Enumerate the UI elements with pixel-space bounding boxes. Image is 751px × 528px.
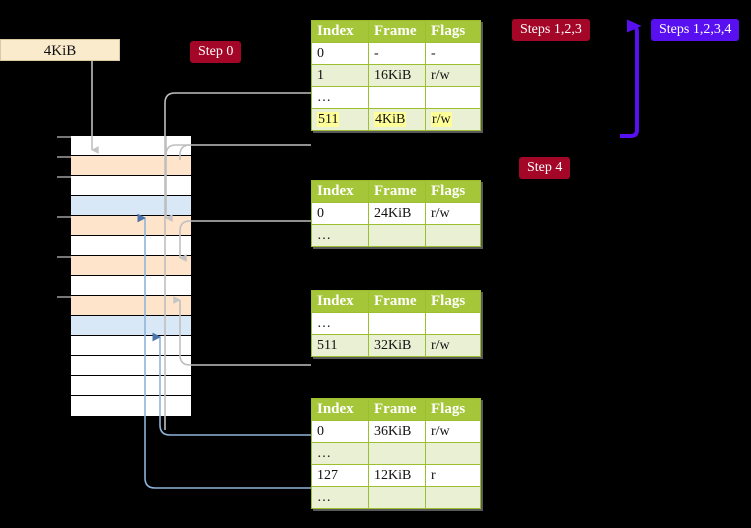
table-cell-index: 511 xyxy=(311,108,369,131)
badge-steps-123-label: Steps 1,2,3 xyxy=(520,22,582,37)
column-header-frame: Frame xyxy=(368,290,426,313)
wire-pml4-to-memory xyxy=(165,144,311,160)
table-cell-flags xyxy=(425,486,481,509)
badge-step-0-label: Step 0 xyxy=(198,44,234,59)
table-cell-frame xyxy=(368,312,426,335)
memory-frame-row xyxy=(57,216,191,236)
badge-steps-123: Steps 1,2,3 xyxy=(512,19,590,41)
memory-frame-row xyxy=(71,336,191,356)
wire-hook-c xyxy=(173,296,311,366)
table-cell-index: … xyxy=(311,86,369,109)
table-cell-frame: 32KiB xyxy=(368,334,426,357)
table-cell-flags: r/w xyxy=(425,334,481,357)
highlighted-value: 511 xyxy=(317,111,340,127)
table-cell-flags: r/w xyxy=(425,108,481,131)
table-cell-frame xyxy=(368,486,426,509)
frame-tick-mark xyxy=(57,296,71,298)
badge-steps-1234-label: Steps 1,2,3,4 xyxy=(659,22,732,37)
badge-step-0: Step 0 xyxy=(190,41,242,63)
highlighted-value: r/w xyxy=(431,111,452,127)
highlighted-value: 4KiB xyxy=(374,111,407,127)
table-cell-index: 1 xyxy=(311,64,369,87)
table-cell-flags: - xyxy=(425,42,481,65)
table-cell-frame: 12KiB xyxy=(368,464,426,487)
column-header-frame: Frame xyxy=(368,398,426,421)
memory-frame-row xyxy=(57,136,191,156)
memory-frame-row xyxy=(57,176,191,196)
memory-frame-row xyxy=(57,256,191,276)
frame-tick-mark xyxy=(57,136,71,138)
wire-hook-a xyxy=(179,144,191,160)
table-cell-frame: 16KiB xyxy=(368,64,426,87)
badge-steps-1234: Steps 1,2,3,4 xyxy=(651,19,740,41)
badge-step-4-label: Step 4 xyxy=(527,160,563,175)
table-cell-index: … xyxy=(311,486,369,509)
column-header-flags: Flags xyxy=(425,398,481,421)
wire-purple-loop xyxy=(620,19,642,138)
badge-step-4: Step 4 xyxy=(519,157,571,179)
source-size-label: 4KiB xyxy=(43,43,77,59)
memory-frame-row xyxy=(71,376,191,396)
table-row: … xyxy=(311,486,481,509)
table-cell-index: 0 xyxy=(311,202,369,225)
column-header-index: Index xyxy=(311,398,369,421)
column-header-flags: Flags xyxy=(425,290,481,313)
table-cell-flags xyxy=(425,442,481,465)
table-cell-flags xyxy=(425,224,481,247)
column-header-frame: Frame xyxy=(368,180,426,203)
physical-memory-column xyxy=(57,135,191,416)
frame-tick-mark xyxy=(57,156,71,158)
column-header-flags: Flags xyxy=(425,180,481,203)
memory-frame-row xyxy=(71,196,191,216)
frame-tick-mark xyxy=(57,256,71,258)
table-cell-frame xyxy=(368,224,426,247)
table-row: … xyxy=(311,442,481,465)
table-cell-index: 127 xyxy=(311,464,369,487)
memory-frame-row xyxy=(71,236,191,256)
column-header-flags: Flags xyxy=(425,20,481,43)
source-size-box: 4KiB xyxy=(0,39,120,61)
table-row: 511 4KiB r/w xyxy=(311,108,481,131)
table-cell-flags xyxy=(425,312,481,335)
table-cell-flags: r/w xyxy=(425,202,481,225)
memory-frame-row xyxy=(71,316,191,336)
table-cell-frame: 24KiB xyxy=(368,202,426,225)
table-cell-frame xyxy=(368,86,426,109)
table-cell-frame: - xyxy=(368,42,426,65)
frame-tick-mark xyxy=(57,176,71,178)
column-header-index: Index xyxy=(311,20,369,43)
table-cell-index: … xyxy=(311,442,369,465)
wire-pml4-row1-out xyxy=(164,92,311,430)
memory-frame-row xyxy=(71,396,191,416)
table-cell-index: 511 xyxy=(311,334,369,357)
table-row: … xyxy=(311,312,481,335)
frame-tick-mark xyxy=(57,216,71,218)
table-cell-flags xyxy=(425,86,481,109)
memory-frame-row xyxy=(57,156,191,176)
wire-pt-row0-to-memory xyxy=(152,332,311,436)
table-cell-flags: r xyxy=(425,464,481,487)
column-header-frame: Frame xyxy=(368,20,426,43)
table-row: 0-- xyxy=(311,42,481,65)
memory-frame-row xyxy=(71,276,191,296)
table-cell-index: … xyxy=(311,312,369,335)
memory-frame-row xyxy=(71,356,191,376)
table-row: … xyxy=(311,224,481,247)
memory-frame-row xyxy=(57,296,191,316)
table-cell-index: 0 xyxy=(311,420,369,443)
table-row: … xyxy=(311,86,481,109)
wire-pt-row127-to-memory xyxy=(137,213,311,489)
column-header-index: Index xyxy=(311,290,369,313)
wire-hook-b xyxy=(179,220,311,262)
